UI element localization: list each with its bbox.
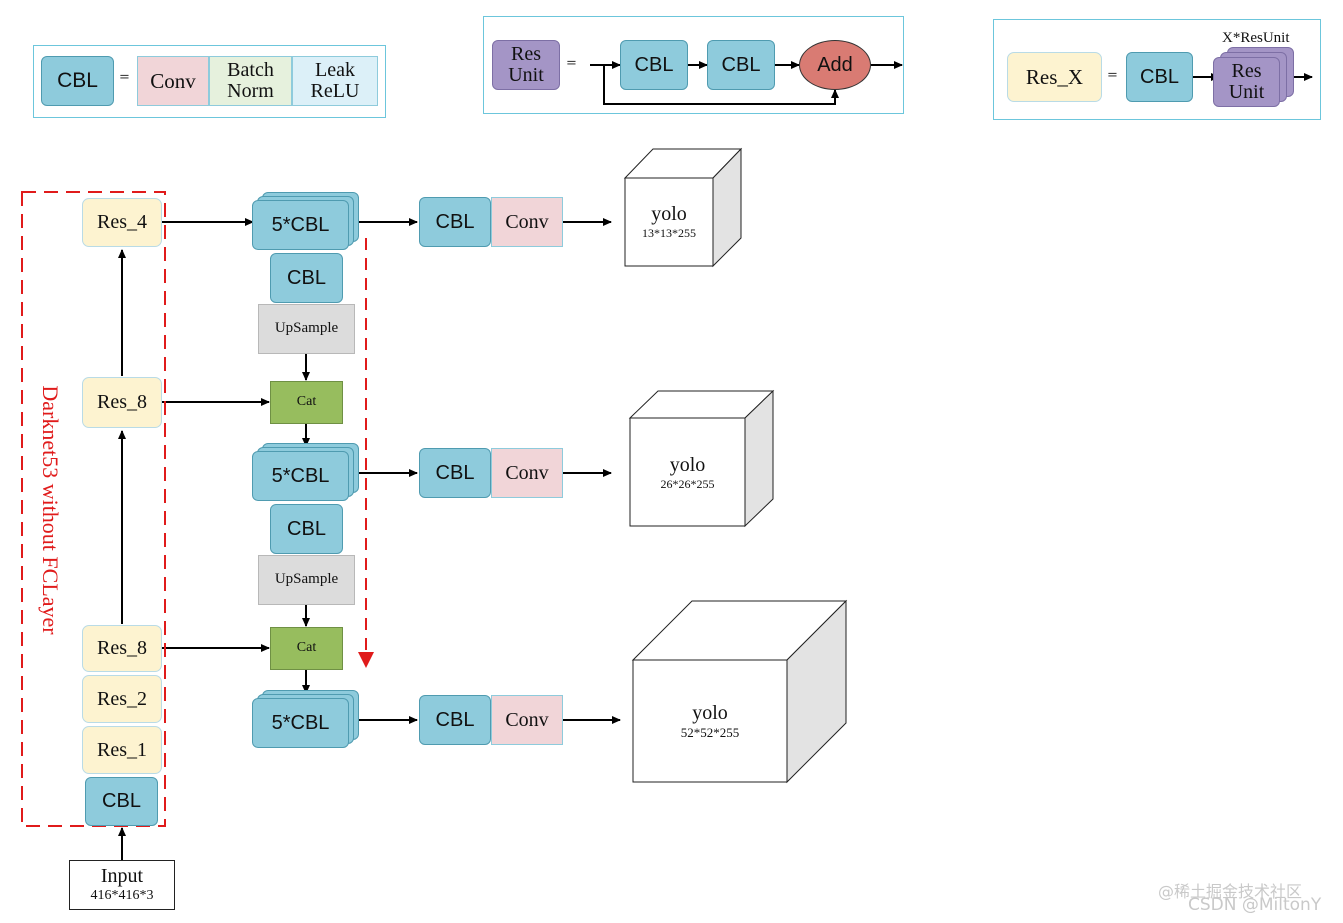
batchnorm-label-line1: Batch (227, 59, 274, 81)
res2-label: Res_2 (97, 687, 147, 710)
cbl5-label: 5*CBL (271, 213, 330, 236)
cbl-label: CBL (435, 708, 475, 731)
yolo-output-label: yolo 52*52*255 (633, 696, 787, 746)
cbl-label: CBL (1140, 65, 1179, 88)
add-node: Add (799, 40, 871, 90)
cbl-label: CBL (287, 517, 326, 540)
legend-cbl-block: CBL (41, 56, 114, 106)
legend-resunit (483, 16, 904, 114)
leakyrelu-label-line2: ReLU (310, 80, 360, 102)
cbl-label: CBL (435, 461, 475, 484)
cbl-label: CBL (102, 790, 141, 812)
head-cbl-block: CBL (419, 197, 491, 247)
resunit-label-line2: Unit (508, 64, 544, 86)
res4-block: Res_4 (82, 198, 162, 247)
res2-block: Res_2 (82, 675, 162, 723)
upsample-block-b: UpSample (258, 555, 355, 605)
conv-label: Conv (505, 210, 549, 233)
cat-label: Cat (296, 394, 317, 410)
upsample-block-a: UpSample (258, 304, 355, 354)
cbl-label: CBL (435, 210, 475, 233)
yolo-cube-13 (623, 147, 743, 268)
equals-sign: = (566, 56, 577, 71)
resunit-cbl-a: CBL (620, 40, 688, 90)
yolo-output-label: yolo 13*13*255 (625, 197, 713, 247)
cat-block-b: Cat (270, 627, 343, 670)
resunit-label-line1: Res (1231, 60, 1262, 82)
add-label: Add (817, 53, 853, 76)
conv-label: Conv (505, 708, 549, 731)
legend-cbl (33, 45, 386, 118)
watermark-line1: @稀土掘金技术社区 (1158, 882, 1303, 901)
yolo-cube-26 (628, 389, 775, 528)
resx-resunit-block: Res Unit (1213, 57, 1280, 107)
res1-block: Res_1 (82, 726, 162, 774)
res8-label: Res_8 (97, 391, 147, 413)
resunit-label-line2: Unit (1228, 81, 1265, 103)
input-size-label: 416*416*3 (90, 888, 154, 904)
resx-cbl: CBL (1126, 52, 1193, 102)
res8-label: Res_8 (97, 637, 147, 659)
head-conv-block: Conv (491, 448, 563, 498)
upsample-label: UpSample (274, 320, 339, 337)
cbl-label: CBL (57, 68, 98, 92)
res8-top-block: Res_8 (82, 377, 162, 428)
conv-label: Conv (505, 461, 549, 484)
upsample-label: UpSample (274, 571, 339, 588)
resx-count-label: X*ResUnit (1222, 30, 1290, 46)
skip-connection-arrow (603, 65, 839, 105)
res8-bottom-block: Res_8 (82, 625, 162, 672)
yolo-shape-label: 26*26*255 (660, 477, 715, 492)
cbl-label: CBL (287, 266, 326, 289)
equals-sign: = (1107, 68, 1118, 83)
red-arrowhead-icon (358, 652, 374, 668)
equals-sign: = (119, 70, 130, 85)
neck-cbl-block-b: CBL (270, 504, 343, 554)
legend-leakyrelu-block: Leak ReLU (292, 56, 378, 106)
resunit-label-line1: Res (511, 43, 541, 65)
cbl5-label: 5*CBL (271, 711, 330, 734)
legend-batchnorm-block: Batch Norm (209, 56, 292, 106)
input-block: Input 416*416*3 (69, 860, 175, 910)
legend-conv-block: Conv (137, 56, 209, 106)
cbl5-block-c: 5*CBL (252, 698, 349, 748)
legend-resunit-block: Res Unit (492, 40, 560, 90)
yolo-label: yolo (651, 203, 687, 226)
yolo-cube-52 (631, 599, 848, 784)
cat-block-a: Cat (270, 381, 343, 424)
res4-label: Res_4 (97, 211, 147, 233)
head-cbl-block: CBL (419, 448, 491, 498)
leakyrelu-label-line1: Leak (315, 59, 355, 81)
watermark-line2: CSDN @MiltonY (1188, 895, 1322, 915)
head-cbl-block: CBL (419, 695, 491, 745)
yolo-label: yolo (692, 701, 728, 724)
resx-label: Res_X (1025, 64, 1084, 89)
head-conv-block: Conv (491, 695, 563, 745)
yolo-output-label: yolo 26*26*255 (630, 448, 745, 498)
cat-label: Cat (296, 640, 317, 656)
yolo-shape-label: 13*13*255 (642, 226, 696, 241)
cbl5-label: 5*CBL (271, 464, 330, 487)
res1-label: Res_1 (97, 738, 147, 761)
cbl-label: CBL (634, 53, 674, 76)
cbl5-block-b: 5*CBL (252, 451, 349, 501)
cbl-label: CBL (721, 53, 761, 76)
conv-label: Conv (150, 68, 196, 93)
darknet53-frame (21, 191, 166, 827)
input-label: Input (100, 865, 144, 888)
yolo-shape-label: 52*52*255 (680, 724, 740, 740)
cbl5-block-a: 5*CBL (252, 200, 349, 250)
legend-resx (993, 19, 1321, 120)
darknet53-label: Darknet53 without FCLayer (38, 385, 63, 635)
yolo-label: yolo (669, 454, 706, 477)
neck-cbl-block-a: CBL (270, 253, 343, 303)
resunit-cbl-b: CBL (707, 40, 775, 90)
batchnorm-label-line2: Norm (227, 80, 274, 102)
backbone-cbl-block: CBL (85, 777, 158, 826)
legend-resx-block: Res_X (1007, 52, 1102, 102)
head-conv-block: Conv (491, 197, 563, 247)
